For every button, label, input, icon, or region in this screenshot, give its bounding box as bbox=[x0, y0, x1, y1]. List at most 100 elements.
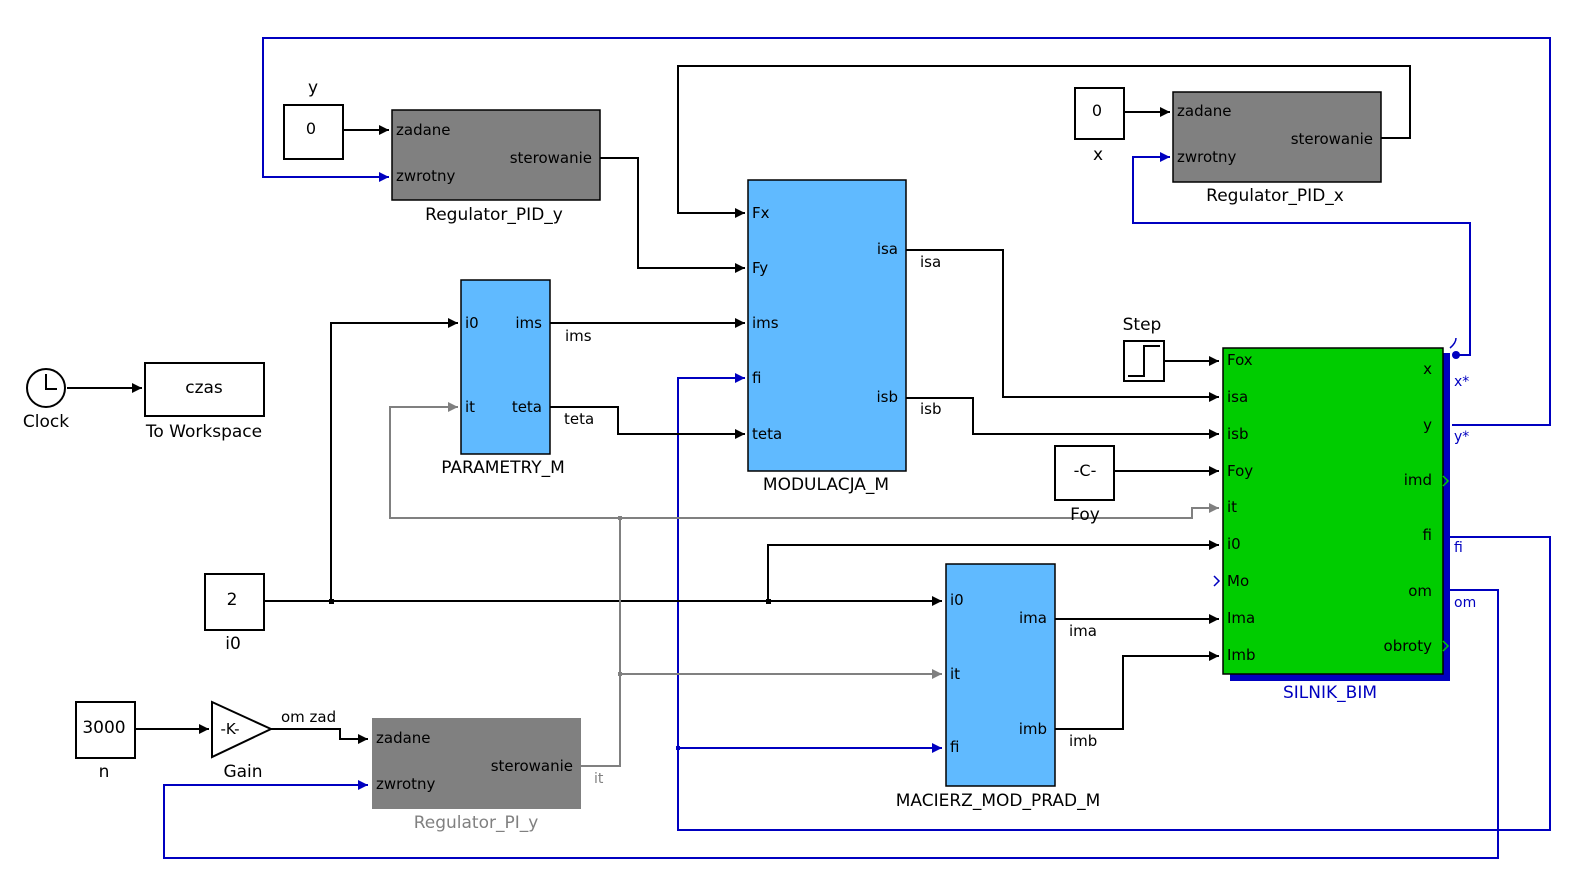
port-isb: isb bbox=[1227, 425, 1249, 443]
signal-label-ima: ima bbox=[1069, 622, 1097, 640]
silnik-bim-label: SILNIK_BIM bbox=[1283, 683, 1377, 703]
constant-y-label: y bbox=[308, 78, 318, 98]
port-sterowanie: sterowanie bbox=[491, 757, 573, 775]
signal-isa[interactable] bbox=[906, 249, 1219, 402]
gain-block[interactable]: -K- Gain bbox=[211, 700, 274, 782]
signal-it-main[interactable] bbox=[389, 402, 621, 767]
port-y: y bbox=[1423, 416, 1432, 434]
port-i0: i0 bbox=[950, 591, 964, 609]
port-imb: imb bbox=[1019, 720, 1047, 738]
junction-dot bbox=[618, 516, 622, 520]
signal-label-x-star: x* bbox=[1454, 374, 1469, 390]
macierz-mod-prad-m-block[interactable]: i0 it fi ima imb MACIERZ_MOD_PRAD_M bbox=[896, 563, 1100, 811]
port-zwrotny: zwrotny bbox=[376, 775, 436, 793]
chevron-right-icon bbox=[1213, 575, 1221, 587]
modulacja-m-label: MODULACJA_M bbox=[763, 475, 889, 495]
port-fi: fi bbox=[1423, 526, 1432, 544]
port-fx: Fx bbox=[752, 204, 770, 222]
to-workspace-block[interactable]: czas To Workspace bbox=[144, 362, 265, 442]
signal-y-feedback[interactable] bbox=[262, 37, 1551, 426]
signal-x-feedback[interactable] bbox=[1132, 152, 1471, 356]
signal-i0-silnik[interactable] bbox=[767, 540, 1219, 601]
port-zadane: zadane bbox=[396, 121, 451, 139]
signal-label-imb: imb bbox=[1069, 732, 1097, 750]
modulacja-m-block[interactable]: Fx Fy ims fi teta isa isb MODULACJA_M bbox=[747, 179, 907, 495]
signal-it-silnik[interactable] bbox=[620, 503, 1219, 519]
signal-fy[interactable] bbox=[600, 157, 745, 273]
constant-foy-block[interactable]: -C- Foy bbox=[1054, 445, 1115, 525]
gain-value: -K- bbox=[220, 720, 239, 738]
port-it: it bbox=[1227, 498, 1237, 516]
signal-stub-icon bbox=[1449, 337, 1457, 349]
constant-n-value: 3000 bbox=[82, 718, 125, 738]
port-ims: ims bbox=[752, 314, 779, 332]
signal-label-y-star: y* bbox=[1454, 429, 1469, 445]
port-om: om bbox=[1408, 582, 1432, 600]
constant-foy-value: -C- bbox=[1074, 461, 1097, 480]
regulator-pi-y-block[interactable]: zadane zwrotny sterowanie Regulator_PI_y bbox=[372, 718, 581, 833]
port-imd: imd bbox=[1404, 471, 1432, 489]
gain-label: Gain bbox=[223, 762, 262, 782]
port-i0: i0 bbox=[1227, 535, 1241, 553]
port-teta: teta bbox=[752, 425, 782, 443]
port-isa: isa bbox=[1227, 388, 1248, 406]
signal-i0-param[interactable] bbox=[330, 318, 458, 601]
signal-label-ims: ims bbox=[565, 327, 592, 345]
signal-fi-feedback[interactable] bbox=[677, 373, 1551, 831]
signal-isb[interactable] bbox=[906, 397, 1219, 439]
junction-dot bbox=[329, 599, 334, 604]
constant-y-block[interactable]: 0 y bbox=[283, 78, 344, 160]
clock-label: Clock bbox=[23, 412, 69, 432]
constant-x-value: 0 bbox=[1092, 101, 1102, 120]
signal-label-isa: isa bbox=[920, 253, 941, 271]
port-obroty: obroty bbox=[1384, 637, 1433, 655]
step-block[interactable]: Step bbox=[1123, 315, 1165, 382]
constant-x-label: x bbox=[1093, 145, 1103, 165]
port-fi: fi bbox=[752, 369, 761, 387]
junction-dot bbox=[618, 672, 622, 676]
regulator-pid-x-block[interactable]: zadane zwrotny sterowanie Regulator_PID_… bbox=[1172, 91, 1382, 206]
to-workspace-value: czas bbox=[185, 378, 223, 398]
port-it: it bbox=[950, 665, 960, 683]
constant-x-block[interactable]: 0 x bbox=[1074, 87, 1125, 165]
signal-om-zad[interactable] bbox=[271, 728, 368, 744]
port-ims: ims bbox=[515, 314, 542, 332]
constant-i0-block[interactable]: 2 i0 bbox=[204, 573, 265, 654]
signal-label-isb: isb bbox=[920, 400, 942, 418]
port-zwrotny: zwrotny bbox=[396, 167, 456, 185]
junction-dot bbox=[676, 746, 680, 750]
port-fox: Fox bbox=[1227, 351, 1253, 369]
constant-n-label: n bbox=[99, 762, 110, 782]
port-it: it bbox=[465, 398, 475, 416]
signal-label-it: it bbox=[594, 771, 604, 787]
signal-teta[interactable] bbox=[550, 406, 745, 439]
constant-foy-label: Foy bbox=[1070, 505, 1100, 525]
port-foy: Foy bbox=[1227, 462, 1253, 480]
junction-dot bbox=[766, 599, 771, 604]
silnik-bim-block[interactable]: Fox isa isb Foy it i0 Mo Ima Imb x y imd… bbox=[1222, 347, 1450, 703]
signal-imb[interactable] bbox=[1055, 651, 1219, 730]
constant-n-block[interactable]: 3000 n bbox=[75, 701, 136, 782]
port-sterowanie: sterowanie bbox=[1291, 130, 1373, 148]
chevron-right-icon bbox=[1442, 640, 1450, 652]
signal-fx[interactable] bbox=[677, 65, 1411, 218]
regulator-pid-y-block[interactable]: zadane zwrotny sterowanie Regulator_PID_… bbox=[391, 109, 601, 225]
clock-block[interactable]: Clock bbox=[23, 368, 69, 432]
signal-label-om-zad: om zad bbox=[281, 708, 336, 726]
to-workspace-label: To Workspace bbox=[145, 422, 262, 442]
port-fy: Fy bbox=[752, 259, 768, 277]
parametry-m-label: PARAMETRY_M bbox=[441, 458, 565, 478]
signal-om-feedback[interactable] bbox=[163, 589, 1499, 859]
port-isa: isa bbox=[877, 240, 898, 258]
port-x: x bbox=[1423, 360, 1432, 378]
signal-label-om: om bbox=[1454, 595, 1476, 611]
signal-label-fi: fi bbox=[1454, 540, 1463, 556]
port-zadane: zadane bbox=[1177, 102, 1232, 120]
constant-i0-label: i0 bbox=[225, 634, 241, 654]
port-ima: ima bbox=[1019, 609, 1047, 627]
step-icon bbox=[1128, 345, 1160, 377]
parametry-m-block[interactable]: i0 it ims teta PARAMETRY_M bbox=[441, 279, 565, 478]
port-ima: Ima bbox=[1227, 609, 1255, 627]
connection-dot bbox=[1452, 351, 1460, 359]
port-fi: fi bbox=[950, 738, 959, 756]
